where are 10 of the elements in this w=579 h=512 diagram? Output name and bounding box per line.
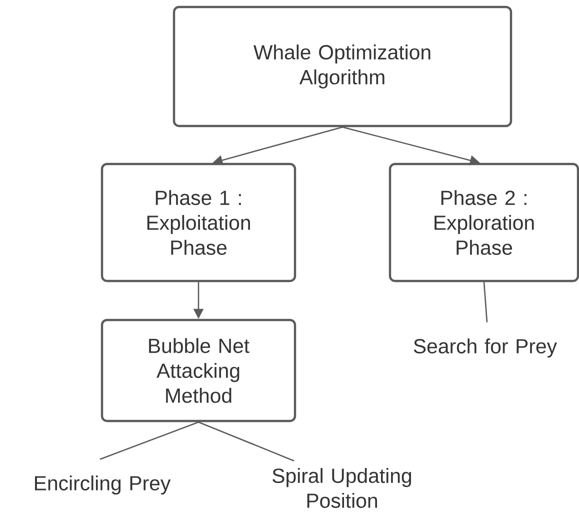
connector-line xyxy=(198,422,294,462)
text-label: Spiral Updating Position xyxy=(272,468,412,508)
connector-line xyxy=(100,421,199,460)
process-box: Phase 1 : Exploitation Phase xyxy=(100,162,296,282)
process-box: Bubble Net Attacking Method xyxy=(100,318,296,422)
process-box: Whale Optimization Algorithm xyxy=(172,6,512,128)
process-box: Phase 2 : Exploration Phase xyxy=(388,162,579,282)
connector-line xyxy=(483,282,488,322)
text-label: Search for Prey xyxy=(414,338,558,358)
text-label: Encircling Prey xyxy=(35,475,171,494)
